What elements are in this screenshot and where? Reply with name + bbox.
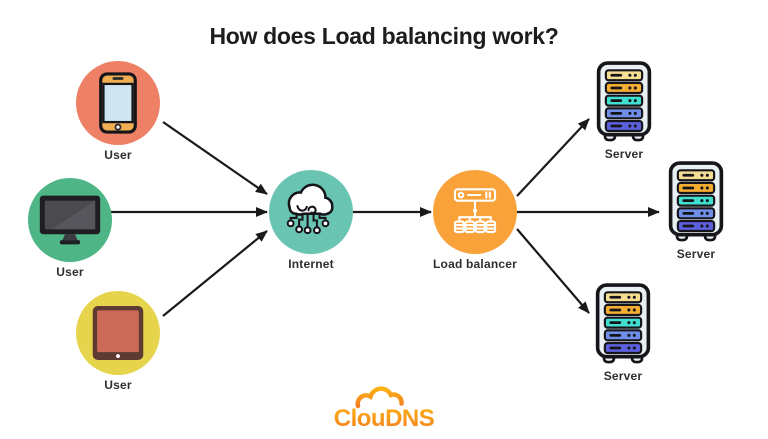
arrow-load-balancer-to-server-top <box>516 118 590 197</box>
cloudns-logo: ClouDNS <box>324 385 444 436</box>
node-server-top: Server <box>595 60 653 161</box>
node-user-phone: User <box>76 61 160 162</box>
node-label: Load balancer <box>433 257 517 271</box>
node-user-desktop: User <box>28 178 112 279</box>
node-label: Server <box>676 247 716 261</box>
load-balancer-icon <box>453 188 497 234</box>
arrow-user-tablet-to-internet <box>162 230 268 317</box>
node-label: User <box>56 265 84 279</box>
logo-text: ClouDNS <box>334 405 435 431</box>
node-server-middle: Server <box>667 160 725 261</box>
smartphone-icon <box>99 72 137 134</box>
node-user-tablet: User <box>76 291 160 392</box>
cloud-network-icon <box>286 183 334 235</box>
user-desktop-circle <box>28 178 112 262</box>
node-label: Internet <box>288 257 334 271</box>
page-title: How does Load balancing work? <box>209 23 559 49</box>
arrow-user-phone-to-internet <box>162 121 268 195</box>
internet-circle <box>269 170 353 254</box>
node-load-balancer: Load balancer <box>433 170 517 271</box>
server-rack-icon <box>667 160 725 244</box>
node-label: User <box>104 148 132 162</box>
tablet-icon <box>92 306 144 360</box>
server-rack-icon <box>595 60 653 144</box>
user-tablet-circle <box>76 291 160 375</box>
arrow-load-balancer-to-server-bottom <box>516 228 590 314</box>
load-balancer-circle <box>433 170 517 254</box>
node-internet: Internet <box>269 170 353 271</box>
server-rack-icon <box>594 282 652 366</box>
node-label: Server <box>604 147 644 161</box>
node-label: User <box>104 378 132 392</box>
logo-cloud-icon <box>355 386 404 409</box>
node-server-bottom: Server <box>594 282 652 383</box>
node-label: Server <box>603 369 643 383</box>
user-phone-circle <box>76 61 160 145</box>
desktop-monitor-icon <box>39 195 101 245</box>
